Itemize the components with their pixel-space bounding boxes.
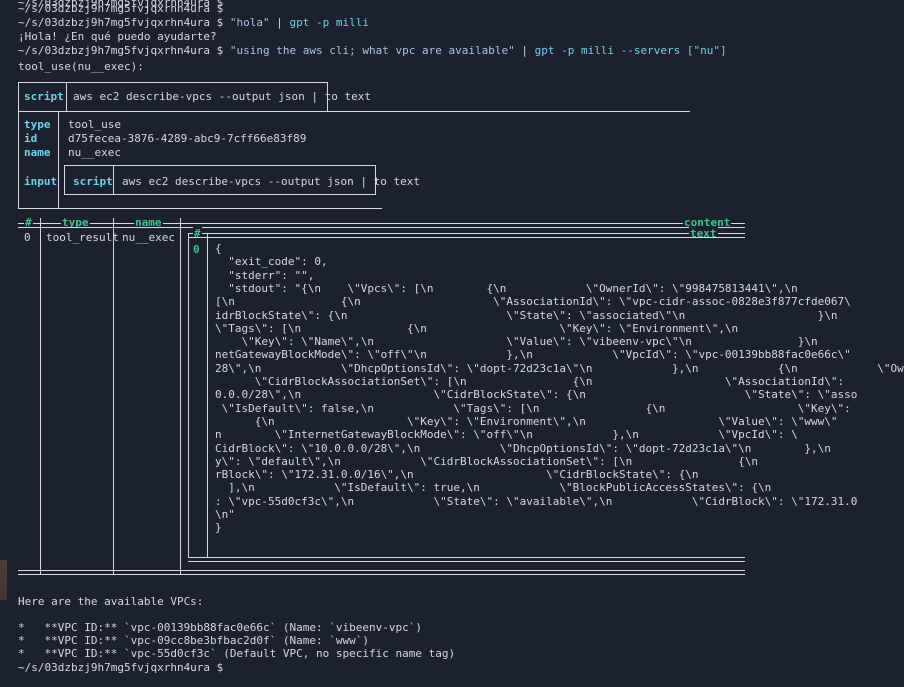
gpt-command: gpt	[534, 44, 555, 57]
output-line: {\n \"Key\": \"Environment\",\n \"Value\…	[215, 414, 838, 428]
record-id-label: id	[24, 132, 38, 145]
output-line: idrBlockState\": {\n \"State\": \"associ…	[215, 308, 838, 322]
output-line: \n"	[215, 508, 235, 521]
output-line: CidrBlock\": \"10.0.0.0/28\",\n \"DhcpOp…	[215, 441, 831, 455]
gpt-flags: -p milli --servers ["nu"]	[554, 44, 727, 57]
pipe: |	[514, 44, 535, 57]
output-line: rBlock\": \"172.31.0.0/16\",\n \"CidrBlo…	[215, 468, 699, 482]
output-line: {	[215, 242, 222, 255]
final-prompt[interactable]: ~/s/03dzbzj9h7mg5fvjqxrhn4ura $	[18, 661, 224, 674]
output-line: [\n {\n \"AssociationId\": \"vpc-cidr-as…	[215, 295, 851, 309]
col-type-header: type	[61, 216, 90, 229]
output-line: y\": \"default\",\n \"CidrBlockAssociati…	[215, 454, 759, 468]
summary-intro: Here are the available VPCs:	[18, 595, 204, 608]
output-line: n \"InternetGatewayBlockMode\": \"off\"\…	[215, 428, 798, 442]
command-argument: "using the aws cli; what vpc are availab…	[229, 44, 515, 57]
tool-output-text: { "exit_code": 0, "stderr": "", "stdout"…	[215, 242, 904, 535]
output-line: : \"vpc-55d0cf3c\",\n \"State\": \"avail…	[215, 494, 858, 508]
prompt-line-1: ~/s/03dzbzj9h7mg5fvjqxrhn4ura $	[18, 2, 224, 15]
command-line-hola: ~/s/03dzbzj9h7mg5fvjqxrhn4ura $ "hola" |…	[18, 16, 369, 29]
vpc-list-item: * **VPC ID:** `vpc-09cc8be3bfbac2d0f` (N…	[18, 634, 369, 647]
output-line: 28\",\n \"DhcpOptionsId\": \"dopt-72d23c…	[215, 361, 904, 375]
output-line: \"Key\": \"Name\",\n \"Value\": \"vibeen…	[215, 335, 818, 349]
assistant-reply: ¡Hola! ¿En qué puedo ayudarte?	[18, 30, 217, 43]
input-script-value: aws ec2 describe-vpcs --output json | to…	[122, 175, 421, 188]
inner-index-header: #	[193, 227, 202, 240]
inner-text-header: text	[689, 227, 718, 240]
output-line: "stdout": "{\n \"Vpcs\": [\n {\n \"Owner…	[215, 281, 798, 295]
col-index-header: #	[24, 216, 33, 229]
command-line-aws: ~/s/03dzbzj9h7mg5fvjqxrhn4ura $ "using t…	[18, 44, 727, 57]
prompt-path: ~/s/03dzbzj9h7mg5fvjqxrhn4ura $	[18, 16, 230, 29]
prompt-path: ~/s/03dzbzj9h7mg5fvjqxrhn4ura $	[18, 44, 230, 57]
record-type-label: type	[24, 118, 51, 131]
row-name: nu__exec	[122, 231, 175, 244]
tool-use-header: tool_use(nu__exec):	[18, 60, 144, 73]
script-label: script	[24, 90, 64, 103]
output-line: "exit_code": 0,	[215, 255, 328, 269]
output-line: netGatewayBlockMode\": \"off\"\n },\n \"…	[215, 348, 851, 362]
output-line: \"Tags\": [\n {\n \"Key\": \"Environment…	[215, 321, 739, 335]
col-name-header: name	[134, 216, 163, 229]
record-name-value: nu__exec	[68, 146, 121, 159]
gpt-flags: -p milli	[309, 16, 370, 29]
row-index: 0	[24, 231, 31, 244]
output-line: }	[215, 521, 222, 535]
window-edge-shadow	[0, 560, 7, 600]
output-line: ],\n \"IsDefault\": true,\n \"BlockPubli…	[215, 481, 772, 495]
output-line: \"IsDefault\": false,\n \"Tags\": [\n {\…	[215, 401, 851, 415]
gpt-command: gpt	[289, 16, 310, 29]
pipe: |	[269, 16, 290, 29]
row-type: tool_result	[46, 231, 119, 244]
inner-row-index: 0	[193, 243, 200, 256]
record-type-value: tool_use	[68, 118, 121, 131]
record-input-label: input	[24, 175, 58, 188]
record-id-value: d75fecea-3876-4289-abc9-7cff66e83f89	[68, 132, 307, 145]
input-script-label: script	[73, 175, 113, 188]
history-prompt-line: ~/s/03dzbzj9h7mg5fvjqxrhn4ura $	[18, 0, 224, 9]
output-line: \"CidrBlockAssociationSet\": [\n {\n \"A…	[215, 375, 845, 388]
vpc-list-item: * **VPC ID:** `vpc-00139bb88fac0e66c` (N…	[18, 621, 422, 634]
output-line: 0.0.0/28\",\n \"CidrBlockState\": {\n \"…	[215, 388, 858, 402]
col-content-header: content	[683, 216, 732, 229]
output-line: "stderr": "",	[215, 268, 315, 282]
vpc-list-item: * **VPC ID:** `vpc-55d0cf3c` (Default VP…	[18, 647, 456, 660]
record-name-label: name	[24, 146, 51, 159]
command-argument: "hola"	[229, 16, 270, 29]
